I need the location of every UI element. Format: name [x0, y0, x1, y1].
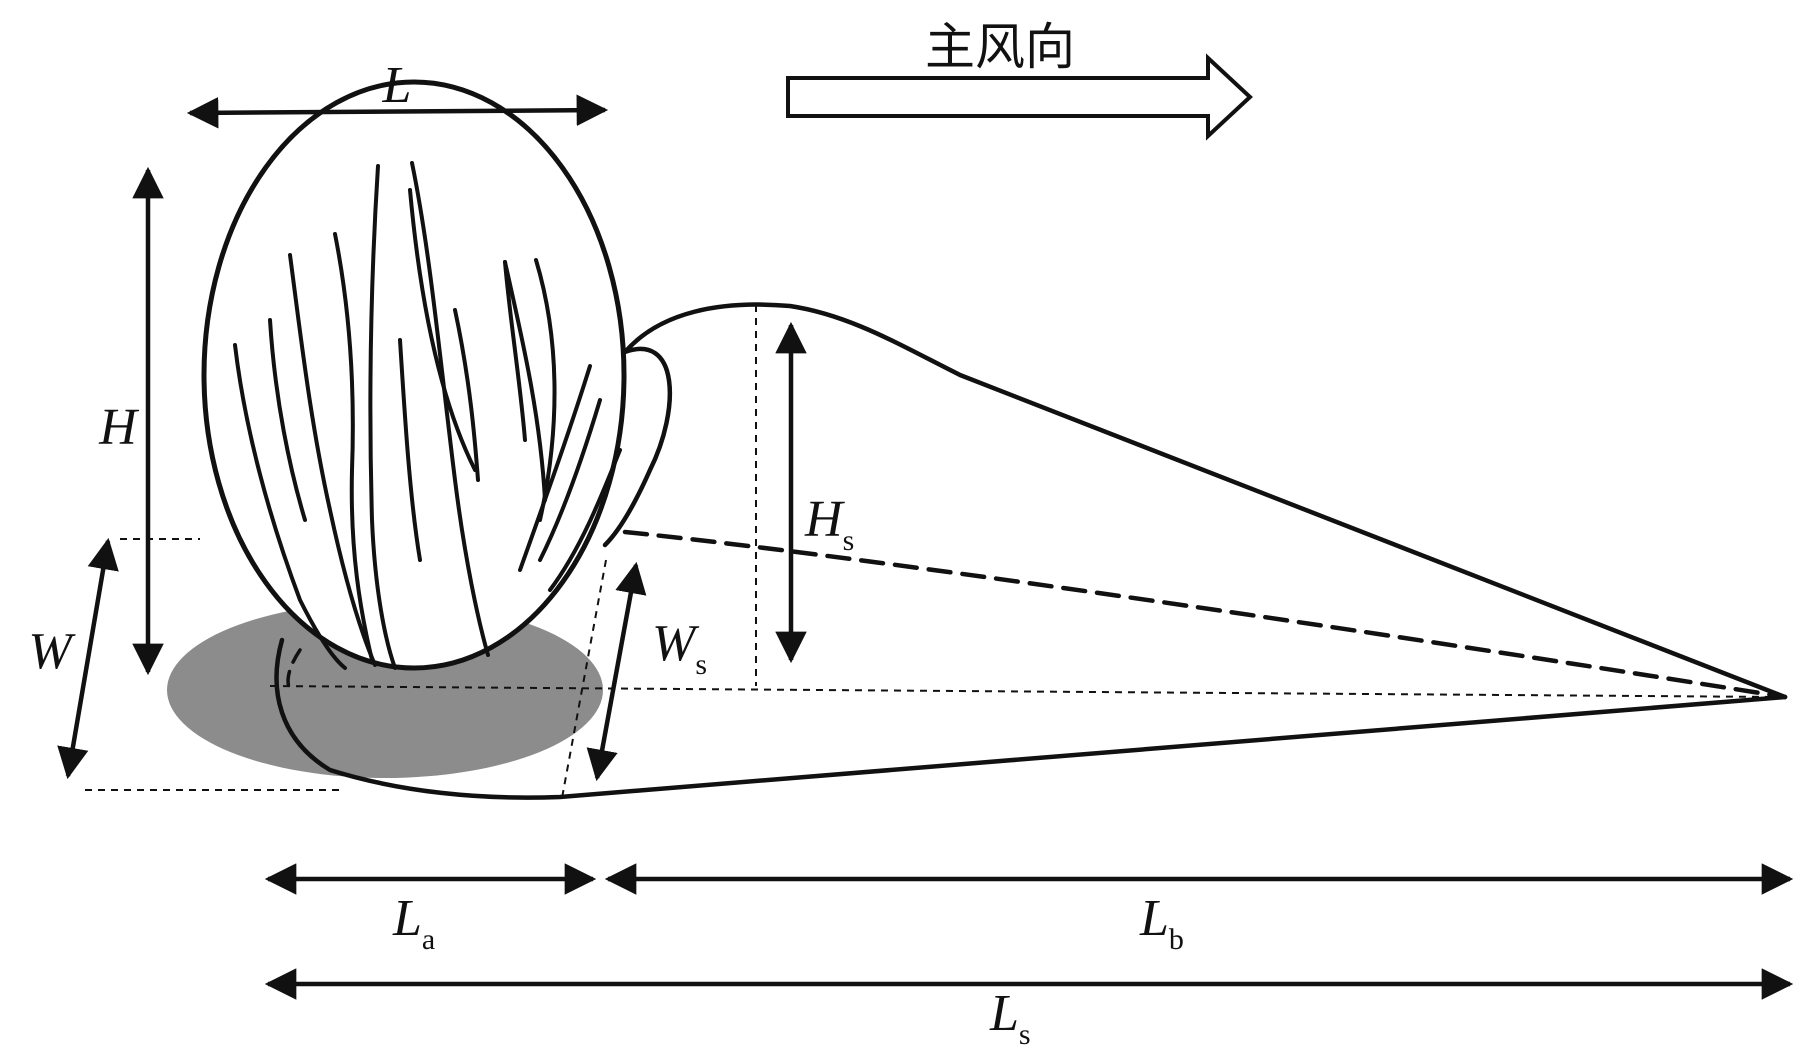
arrow-Ws: [586, 561, 647, 782]
shrub-canopy: [201, 79, 627, 671]
label-Lb: Lb: [1139, 890, 1184, 956]
dune-dashed-ridge: [622, 529, 1788, 700]
wind-direction-label: 主风向: [925, 18, 1075, 76]
label-L: L: [382, 57, 412, 114]
label-La: La: [392, 890, 435, 956]
wind-direction-indicator: 主风向: [786, 18, 1253, 141]
label-W: W: [28, 623, 76, 680]
dimension-labels: L H W Hs Ws La Lb Ls: [28, 57, 1184, 1051]
label-Ls: Ls: [989, 985, 1031, 1051]
label-Hs: Hs: [804, 491, 854, 557]
label-H: H: [98, 399, 139, 456]
dune-lobe: [602, 346, 673, 548]
shadow-dune: [274, 302, 1788, 800]
wind-arrow: [786, 53, 1253, 141]
arrow-L: [186, 94, 609, 129]
arrow-W: [57, 537, 119, 780]
dimension-arrows: [57, 94, 1794, 1000]
dune-upper-ridge: [622, 302, 1788, 700]
label-Ws: Ws: [652, 615, 707, 681]
dune-inner-dash: [286, 648, 302, 692]
dune-lower-edge: [274, 637, 1788, 800]
